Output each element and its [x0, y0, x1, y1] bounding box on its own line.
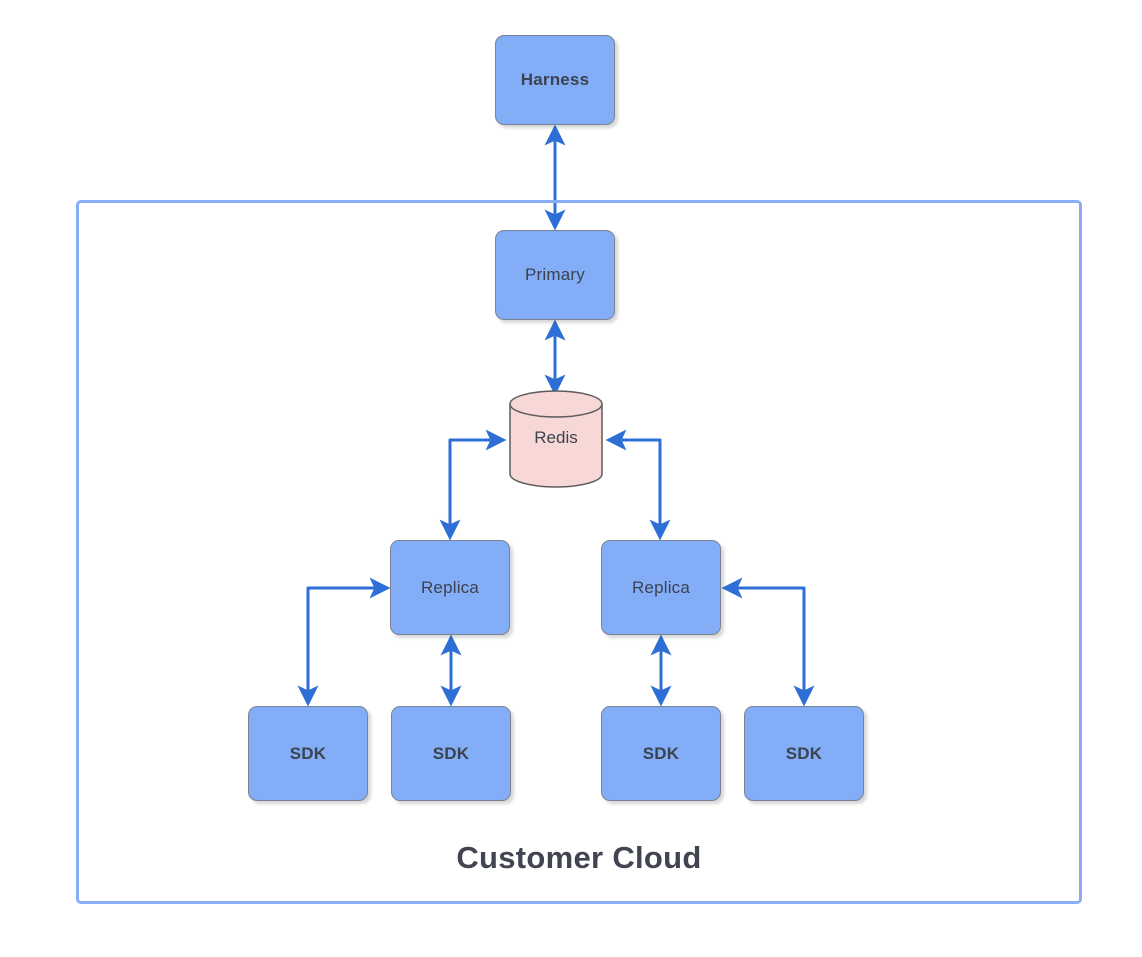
node-replica-right-label: Replica	[631, 577, 691, 597]
customer-cloud-title: Customer Cloud	[456, 840, 702, 875]
node-redis[interactable]: Redis	[508, 390, 604, 488]
customer-cloud-boundary	[76, 200, 1082, 904]
node-sdk-3[interactable]: SDK	[601, 706, 721, 801]
node-primary-label: Primary	[525, 265, 585, 284]
node-redis-label: Redis	[534, 428, 578, 447]
node-harness-label: Harness	[520, 70, 590, 89]
node-sdk-3-label: SDK	[642, 743, 680, 763]
node-sdk-2-label: SDK	[432, 743, 470, 763]
node-replica-left[interactable]: Replica	[390, 540, 510, 635]
cylinder-shape	[509, 390, 603, 488]
node-sdk-1[interactable]: SDK	[248, 706, 368, 801]
node-harness[interactable]: Harness	[495, 35, 615, 125]
node-replica-right[interactable]: Replica	[601, 540, 721, 635]
node-sdk-4-label: SDK	[785, 743, 823, 763]
node-replica-left-label: Replica	[420, 577, 480, 597]
node-sdk-4[interactable]: SDK	[744, 706, 864, 801]
node-sdk-1-label: SDK	[289, 743, 327, 763]
node-primary[interactable]: Primary	[495, 230, 615, 320]
node-sdk-2[interactable]: SDK	[391, 706, 511, 801]
